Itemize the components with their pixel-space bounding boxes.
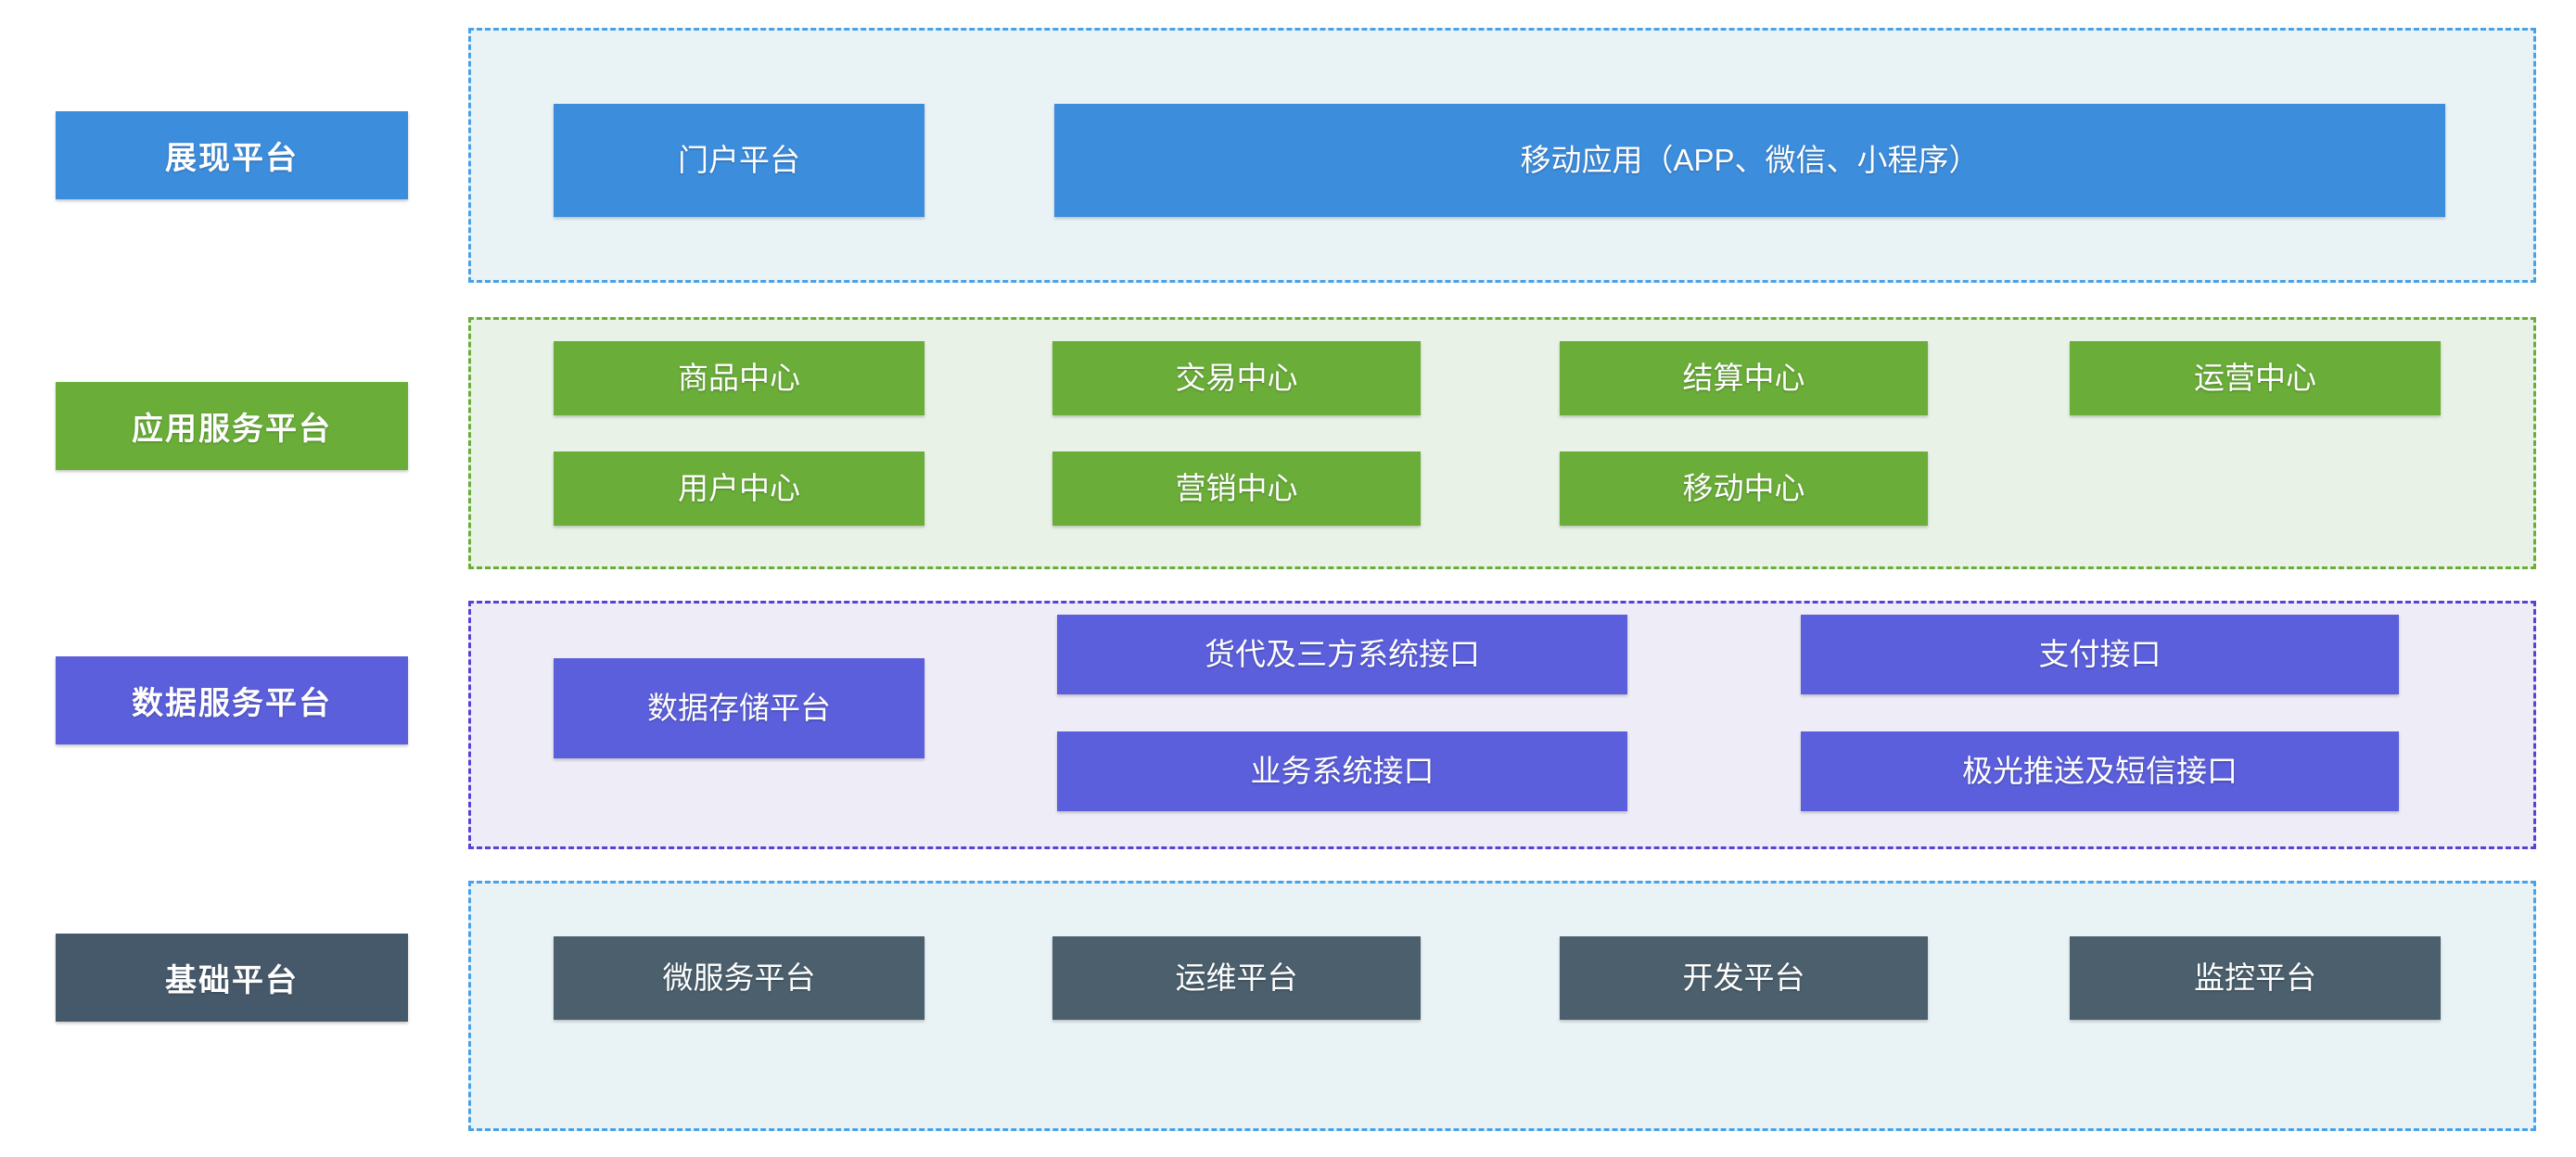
node-monitoring-platform[interactable]: 监控平台 (2070, 936, 2441, 1020)
node-development-platform[interactable]: 开发平台 (1560, 936, 1928, 1020)
tier-label-data-service: 数据服务平台 (56, 656, 408, 744)
node-mobile-application[interactable]: 移动应用（APP、微信、小程序） (1054, 104, 2445, 217)
node-settlement-center[interactable]: 结算中心 (1560, 341, 1928, 415)
node-payment-interface[interactable]: 支付接口 (1801, 615, 2399, 694)
node-business-system-interface[interactable]: 业务系统接口 (1057, 731, 1627, 811)
node-transaction-center[interactable]: 交易中心 (1052, 341, 1421, 415)
node-product-center[interactable]: 商品中心 (554, 341, 925, 415)
node-user-center[interactable]: 用户中心 (554, 451, 925, 526)
node-ops-platform[interactable]: 运维平台 (1052, 936, 1421, 1020)
node-portal-platform[interactable]: 门户平台 (554, 104, 925, 217)
node-marketing-center[interactable]: 营销中心 (1052, 451, 1421, 526)
tier-label-application: 应用服务平台 (56, 382, 408, 470)
node-operation-center[interactable]: 运营中心 (2070, 341, 2441, 415)
tier-label-infrastructure: 基础平台 (56, 934, 408, 1022)
node-freight-third-party-interface[interactable]: 货代及三方系统接口 (1057, 615, 1627, 694)
tier-label-presentation: 展现平台 (56, 111, 408, 199)
node-mobile-center[interactable]: 移动中心 (1560, 451, 1928, 526)
node-data-storage-platform[interactable]: 数据存储平台 (554, 658, 925, 758)
node-microservice-platform[interactable]: 微服务平台 (554, 936, 925, 1020)
node-jpush-sms-interface[interactable]: 极光推送及短信接口 (1801, 731, 2399, 811)
